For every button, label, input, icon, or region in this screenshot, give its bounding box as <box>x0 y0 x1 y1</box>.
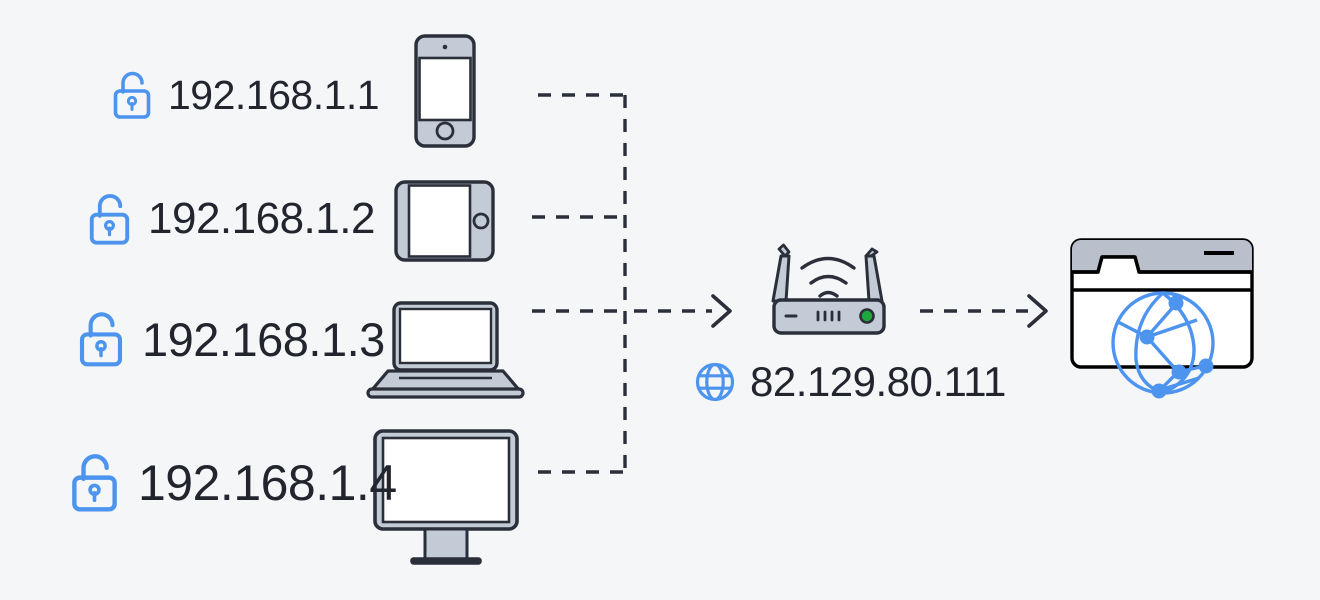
laptop-icon <box>366 301 525 399</box>
arrowhead-to-router <box>711 294 732 328</box>
lan-ip-label-4: 192.168.1.4 <box>70 452 397 513</box>
lock-open-icon <box>70 452 119 513</box>
connector-router-to-internet <box>920 294 1048 328</box>
lock-open-icon <box>88 192 131 246</box>
lan-ip-text: 192.168.1.3 <box>142 312 385 366</box>
browser-window-globe-icon <box>1070 238 1254 399</box>
connector-bus-to-router <box>634 294 732 328</box>
router-antenna-right <box>864 247 884 303</box>
arrowhead-to-internet <box>1027 294 1048 328</box>
lan-ip-text: 192.168.1.2 <box>148 194 375 243</box>
lan-ip-label-1: 192.168.1.1 <box>112 70 380 120</box>
lan-ip-text: 192.168.1.4 <box>138 454 397 511</box>
lan-ip-label-3: 192.168.1.3 <box>78 310 385 368</box>
tablet-icon <box>394 180 495 262</box>
connector-bus-group <box>532 93 627 474</box>
router-led-ticks <box>816 310 841 322</box>
globe-icon <box>694 361 736 403</box>
public-ip-text: 82.129.80.111 <box>750 358 1006 405</box>
router-antenna-left <box>771 243 791 303</box>
wifi-router-icon <box>771 243 886 335</box>
lan-ip-label-2: 192.168.1.2 <box>88 192 375 246</box>
router-status-led <box>859 308 875 324</box>
wifi-signal-arcs <box>800 256 856 298</box>
smartphone-icon <box>414 34 476 148</box>
router-body <box>772 298 886 335</box>
desktop-monitor-icon <box>373 429 519 565</box>
lock-open-icon <box>78 310 124 368</box>
public-ip-label: 82.129.80.111 <box>694 358 1006 406</box>
lan-ip-text: 192.168.1.1 <box>168 71 380 118</box>
lock-open-icon <box>112 70 152 120</box>
network-globe-nodes <box>1139 295 1214 399</box>
